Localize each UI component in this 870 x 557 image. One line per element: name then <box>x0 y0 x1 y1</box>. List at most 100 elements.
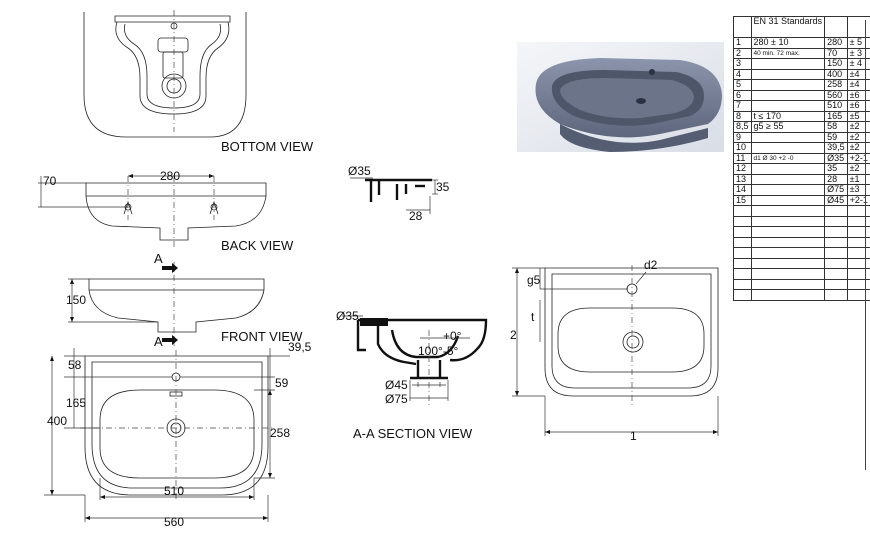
spec-cell <box>824 247 848 259</box>
front-view-title: FRONT VIEW <box>221 329 303 344</box>
spec-cell: ±2 <box>846 163 870 175</box>
spec-cell <box>846 278 870 290</box>
dim-back-width: 280 <box>160 169 180 183</box>
spec-cell: 9 <box>733 131 752 143</box>
dim-section-d35: Ø35 <box>336 309 359 323</box>
spec-cell <box>846 268 870 280</box>
spec-cell: ±2 <box>846 131 870 143</box>
spec-row <box>733 205 870 217</box>
spec-cell <box>824 268 848 280</box>
spec-cell: 70 <box>824 47 848 59</box>
spec-cell <box>750 215 826 227</box>
spec-cell <box>824 278 848 290</box>
spec-cell <box>750 58 826 70</box>
spec-cell: 2 <box>733 47 752 59</box>
spec-cell <box>750 278 826 290</box>
spec-cell: 13 <box>733 173 752 185</box>
bottom-view <box>83 10 247 138</box>
dim-section-d45: Ø45 <box>385 378 408 392</box>
spec-cell: Ø45 <box>824 194 848 206</box>
spec-cell: 10 <box>733 142 752 154</box>
spec-cell: ±4 <box>846 68 870 80</box>
spec-cell <box>733 215 752 227</box>
spec-header-row: EN 31 Standards <box>733 16 870 38</box>
spec-cell <box>846 257 870 269</box>
spec-cell: ±5 <box>846 110 870 122</box>
spec-row <box>733 247 870 259</box>
dim-section-angle-plus: +0° <box>443 329 462 343</box>
spec-cell: 400 <box>824 68 848 80</box>
spec-cell <box>733 268 752 280</box>
spec-cell: 40 min. 72 max. <box>750 47 826 59</box>
spec-cell: t ≤ 170 <box>750 110 826 122</box>
spec-cell <box>733 278 752 290</box>
spec-cell <box>750 131 826 143</box>
spec-cell: 3 <box>733 58 752 70</box>
dim-std-t: t <box>531 310 535 324</box>
spec-cell <box>824 257 848 269</box>
spec-cell: Ø75 <box>824 184 848 196</box>
spec-cell: ± 3 <box>846 47 870 59</box>
spec-header-cell <box>846 16 870 38</box>
spec-cell <box>733 257 752 269</box>
spec-cell: 258 <box>824 79 848 91</box>
spec-row <box>733 278 870 290</box>
spec-cell <box>750 173 826 185</box>
spec-cell: 7 <box>733 100 752 112</box>
spec-cell: +2-1 <box>846 194 870 206</box>
spec-row <box>733 289 870 301</box>
spec-cell: d1 Ø 30 +2 -0 <box>750 152 826 164</box>
spec-cell <box>750 289 826 301</box>
basin-render <box>517 42 724 152</box>
dim-std-2: 2 <box>510 328 517 342</box>
spec-cell <box>750 226 826 238</box>
dim-std-g5: g5 <box>527 273 541 287</box>
spec-cell <box>750 184 826 196</box>
spec-cell <box>733 205 752 217</box>
spec-cell <box>750 194 826 206</box>
spec-row <box>733 236 870 248</box>
dim-section-d75: Ø75 <box>385 392 408 406</box>
spec-cell <box>750 79 826 91</box>
section-view <box>342 315 488 405</box>
dim-std-d2: d2 <box>644 258 658 272</box>
spec-cell <box>846 226 870 238</box>
spec-cell: 8,5 <box>733 121 752 133</box>
spec-cell <box>750 257 826 269</box>
spec-cell <box>750 236 826 248</box>
spec-cell: ±2 <box>846 142 870 154</box>
bottom-view-title: BOTTOM VIEW <box>221 139 314 154</box>
spec-cell <box>846 215 870 227</box>
border-line <box>865 20 866 470</box>
section-marker-a-top: A <box>154 251 163 266</box>
dim-front-height: 150 <box>66 293 86 307</box>
spec-cell <box>824 289 848 301</box>
spec-cell: ±2 <box>846 121 870 133</box>
spec-header-cell <box>733 16 752 38</box>
dim-top-58: 58 <box>68 358 82 372</box>
spec-cell <box>733 226 752 238</box>
dim-detail-28: 28 <box>409 209 423 223</box>
spec-cell <box>750 100 826 112</box>
spec-cell: ±6 <box>846 89 870 101</box>
spec-cell: 1 <box>733 37 752 49</box>
spec-cell: 165 <box>824 110 848 122</box>
back-view <box>38 174 267 248</box>
spec-cell <box>846 236 870 248</box>
spec-cell <box>750 163 826 175</box>
spec-cell <box>824 236 848 248</box>
spec-cell <box>750 205 826 217</box>
section-view-title: A-A SECTION VIEW <box>353 426 473 441</box>
dim-top-165: 165 <box>66 396 86 410</box>
spec-row <box>733 268 870 280</box>
